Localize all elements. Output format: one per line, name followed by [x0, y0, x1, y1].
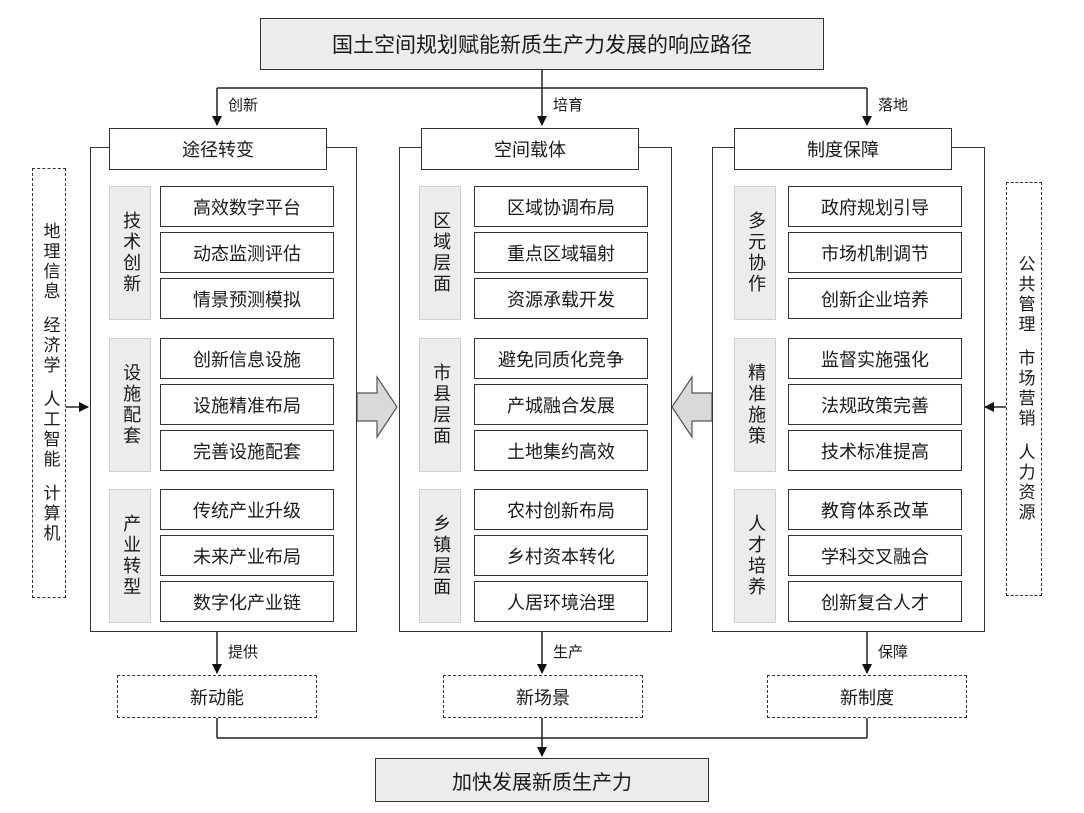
top-arrow-label-1: 培育 [553, 96, 584, 114]
bottom-arrow-label-0: 提供 [228, 643, 259, 661]
item-0-2-1: 未来产业布局 [160, 535, 334, 576]
right-discipline-2: 人力资源 [1014, 443, 1035, 523]
column-title-0: 途径转变 [109, 128, 327, 170]
item-2-1-1: 法规政策完善 [788, 384, 962, 425]
group-label-0-1: 设施配套 [109, 338, 151, 472]
item-1-1-1: 产城融合发展 [474, 384, 648, 425]
block-arrow-right [356, 375, 398, 439]
group-label-1-2: 乡镇层面 [419, 489, 461, 623]
item-0-1-0: 创新信息设施 [160, 338, 334, 379]
top-title: 国土空间规划赋能新质生产力发展的响应路径 [260, 18, 824, 70]
group-label-2-1: 精准施策 [734, 338, 776, 472]
item-1-2-1: 乡村资本转化 [474, 535, 648, 576]
group-label-2-0: 多元协作 [734, 186, 776, 320]
item-2-0-0: 政府规划引导 [788, 186, 962, 227]
item-2-0-1: 市场机制调节 [788, 232, 962, 273]
bottom-arrow-label-1: 生产 [553, 643, 584, 661]
item-1-2-2: 人居环境治理 [474, 581, 648, 622]
top-arrow-label-0: 创新 [228, 96, 259, 114]
item-0-0-2: 情景预测模拟 [160, 278, 334, 319]
left-discipline-2: 人工智能 [39, 390, 60, 470]
bottom-title: 加快发展新质生产力 [375, 758, 709, 802]
item-2-2-1: 学科交叉融合 [788, 535, 962, 576]
outcome-1: 新场景 [443, 675, 643, 718]
item-1-1-2: 土地集约高效 [474, 430, 648, 471]
outcome-0: 新动能 [117, 675, 317, 718]
item-2-1-0: 监督实施强化 [788, 338, 962, 379]
group-label-2-2: 人才培养 [734, 489, 776, 623]
left-discipline-1: 经济学 [39, 316, 60, 376]
column-title-2: 制度保障 [734, 128, 952, 170]
group-label-0-2: 产业转型 [109, 489, 151, 623]
item-1-0-0: 区域协调布局 [474, 186, 648, 227]
item-2-0-2: 创新企业培养 [788, 278, 962, 319]
item-1-0-2: 资源承载开发 [474, 278, 648, 319]
item-1-1-0: 避免同质化竞争 [474, 338, 648, 379]
right-discipline-0: 公共管理 [1014, 255, 1035, 335]
right-discipline-1: 市场营销 [1014, 349, 1035, 429]
item-2-1-2: 技术标准提高 [788, 430, 962, 471]
group-label-1-1: 市县层面 [419, 338, 461, 472]
item-0-0-0: 高效数字平台 [160, 186, 334, 227]
item-2-2-2: 创新复合人才 [788, 581, 962, 622]
outcome-2: 新制度 [767, 675, 967, 718]
item-0-2-2: 数字化产业链 [160, 581, 334, 622]
group-label-0-0: 技术创新 [109, 186, 151, 320]
left-discipline-0: 地理信息 [39, 222, 60, 302]
item-0-1-2: 完善设施配套 [160, 430, 334, 471]
right-discipline-box: 公共管理市场营销人力资源 [1006, 182, 1042, 596]
item-1-2-0: 农村创新布局 [474, 489, 648, 530]
item-0-0-1: 动态监测评估 [160, 232, 334, 273]
item-2-2-0: 教育体系改革 [788, 489, 962, 530]
left-discipline-box: 地理信息经济学人工智能计算机 [32, 168, 66, 598]
item-1-0-1: 重点区域辐射 [474, 232, 648, 273]
group-label-1-0: 区域层面 [419, 186, 461, 320]
column-title-1: 空间载体 [421, 128, 639, 170]
bottom-arrow-label-2: 保障 [878, 643, 909, 661]
top-arrow-label-2: 落地 [878, 96, 909, 114]
left-discipline-3: 计算机 [39, 484, 60, 544]
block-arrow-left [671, 375, 713, 439]
item-0-1-1: 设施精准布局 [160, 384, 334, 425]
item-0-2-0: 传统产业升级 [160, 489, 334, 530]
